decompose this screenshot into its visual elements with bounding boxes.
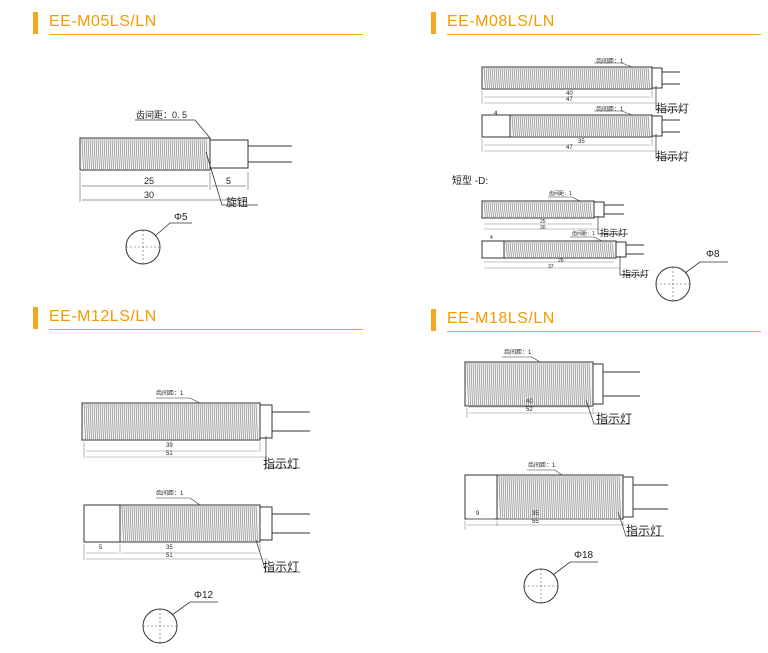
m12-pitch-a: 齿间距：1 — [156, 391, 184, 397]
m18-diameter-label: Φ18 — [574, 550, 594, 561]
m18-sensor-a — [464, 361, 640, 407]
m05-knob-label: 旋钮 — [226, 197, 248, 209]
m08-dim-d-26: 26 — [558, 258, 564, 264]
m08-indicator-d: 指示灯 — [622, 269, 650, 279]
section-title: EE-M12LS/LN — [49, 308, 157, 325]
m18-pitch-b: 齿间距：1 — [528, 463, 556, 469]
m05-dim-5: 5 — [226, 176, 232, 186]
m08-pitch-d: 齿间距：1 — [572, 231, 595, 237]
m12-dim-a-51: 51 — [166, 451, 173, 457]
m08-pitch-a: 齿间距：1 — [596, 59, 624, 65]
section-title: EE-M05LS/LN — [49, 13, 157, 30]
m05-pitch-label: 齿间距：0. 5 — [136, 110, 188, 120]
m08-sensor-short — [481, 200, 624, 219]
m08-diameter-symbol — [655, 261, 728, 302]
m18-pitch-a: 齿间距：1 — [504, 350, 532, 356]
m08-dim-c-25: 25 — [540, 219, 546, 225]
m18-dim-a-40: 40 — [526, 399, 533, 405]
m18-dim-b-35: 35 — [532, 511, 539, 517]
m05-diameter-symbol — [125, 222, 192, 265]
m18-indicator-b: 指示灯 — [626, 524, 663, 538]
m05-dim-30: 30 — [144, 190, 155, 200]
m08-dim-d-4: 4 — [490, 235, 493, 241]
m08-dim-a-47: 47 — [566, 97, 573, 103]
header-rule — [447, 34, 761, 35]
m18-indicator-a: 指示灯 — [596, 412, 633, 426]
m08-pitch-c: 齿间距：1 — [549, 191, 572, 197]
m12-dim-b-5: 5 — [99, 545, 103, 551]
m08-short-type-label: 短型 -D: — [452, 176, 489, 187]
m08-dim-b-47: 47 — [566, 145, 573, 151]
section-title: EE-M18LS/LN — [447, 310, 555, 327]
m08-dim-a-40: 40 — [566, 91, 573, 97]
m08-sensor-long — [481, 66, 680, 90]
m08-dim-c-30: 30 — [540, 225, 546, 231]
m18-sensor-b — [464, 474, 668, 520]
m12-indicator-b: 指示灯 — [263, 560, 300, 574]
header-rule — [49, 34, 363, 35]
section-header-m05: EE-M05LS/LN — [33, 12, 363, 35]
m08-pitch-b: 齿间距：1 — [596, 107, 624, 113]
m05-dim-25: 25 — [144, 176, 155, 186]
m08-dim-b-4: 4 — [494, 111, 498, 117]
header-accent-bar — [33, 12, 38, 34]
header-accent-bar — [33, 307, 38, 329]
m12-dim-a-39: 39 — [166, 443, 173, 449]
m08-indicator-c: 指示灯 — [600, 228, 628, 238]
m12-diameter-symbol — [142, 601, 218, 644]
m08-indicator-a: 指示灯 — [656, 103, 689, 115]
m12-sensor-a — [81, 402, 310, 441]
m18-dim-b-9: 9 — [476, 511, 480, 517]
section-title: EE-M08LS/LN — [447, 13, 555, 30]
m05-diameter-label: Φ5 — [174, 212, 188, 223]
section-header-m18: EE-M18LS/LN — [431, 309, 761, 332]
m18-dim-b-55: 55 — [532, 519, 539, 525]
m12-dim-b-51: 51 — [166, 553, 173, 559]
header-rule — [447, 331, 761, 332]
m08-sensor-long-plain — [481, 114, 680, 138]
m05-knob-housing — [209, 139, 249, 169]
section-header-m08: EE-M08LS/LN — [431, 12, 761, 35]
section-header-m12: EE-M12LS/LN — [33, 307, 363, 330]
m08-dim-b-35: 35 — [578, 139, 585, 145]
m12-indicator-a: 指示灯 — [263, 457, 300, 471]
m08-indicator-b: 指示灯 — [656, 151, 689, 163]
m18-dim-a-52: 52 — [526, 407, 533, 413]
m05-threaded-body — [79, 137, 211, 171]
m08-dim-d-37: 37 — [548, 264, 554, 270]
m12-sensor-b — [83, 504, 310, 543]
m08-diameter-label: Φ8 — [706, 249, 720, 260]
header-rule — [49, 329, 363, 330]
m12-pitch-b: 齿间距：1 — [156, 491, 184, 497]
m08-sensor-short-plain — [481, 240, 644, 259]
m12-diameter-label: Φ12 — [194, 590, 214, 601]
m12-dim-b-35: 35 — [166, 545, 173, 551]
m18-diameter-symbol — [523, 561, 598, 604]
header-accent-bar — [431, 12, 436, 34]
header-accent-bar — [431, 309, 436, 331]
